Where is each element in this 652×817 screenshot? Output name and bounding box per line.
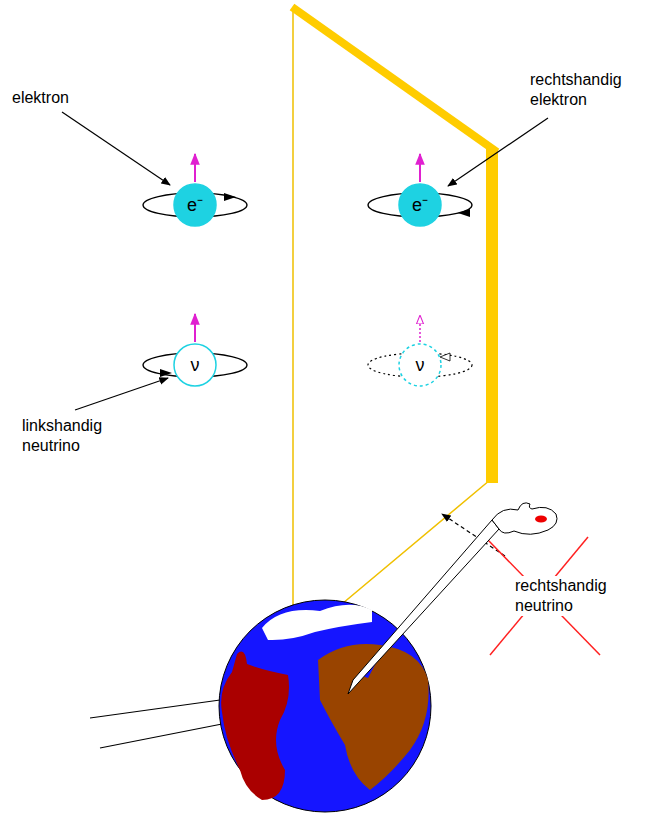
neutrino-circle: ν: [173, 343, 217, 387]
particle-symbol: ν: [416, 356, 425, 374]
callout-label: elektron: [12, 88, 102, 108]
ice-cap: [262, 605, 372, 640]
circle-shape: [174, 344, 216, 386]
probe-handle: [492, 503, 557, 534]
mirror-face: [293, 10, 490, 645]
electron-circle: e⁻: [173, 183, 217, 227]
particle-symbol: e⁻: [187, 196, 203, 214]
neutrino-circle: ν: [398, 343, 442, 387]
electron-circle: e⁻: [398, 183, 442, 227]
mirror-top-edge: [292, 7, 497, 152]
circle-shape: [399, 184, 441, 226]
probe-mark: [535, 516, 547, 523]
particle-symbol: ν: [191, 356, 200, 374]
skewer: [100, 724, 222, 748]
particle-symbol: e⁻: [412, 196, 428, 214]
callout-label: rechtshandig neutrino: [515, 576, 627, 616]
callout-label: linkshandig neutrino: [22, 416, 134, 456]
mirror-side-edge: [486, 148, 498, 483]
leader-arrow: [448, 118, 548, 186]
callout-label: rechtshandig elektron: [530, 70, 642, 110]
skewer: [90, 700, 220, 718]
leader-arrow: [75, 378, 168, 410]
circle-shape: [174, 184, 216, 226]
leader-arrow: [62, 112, 170, 185]
continent: [221, 652, 289, 800]
circle-shape: [399, 344, 441, 386]
probe-shaft: [348, 520, 499, 694]
